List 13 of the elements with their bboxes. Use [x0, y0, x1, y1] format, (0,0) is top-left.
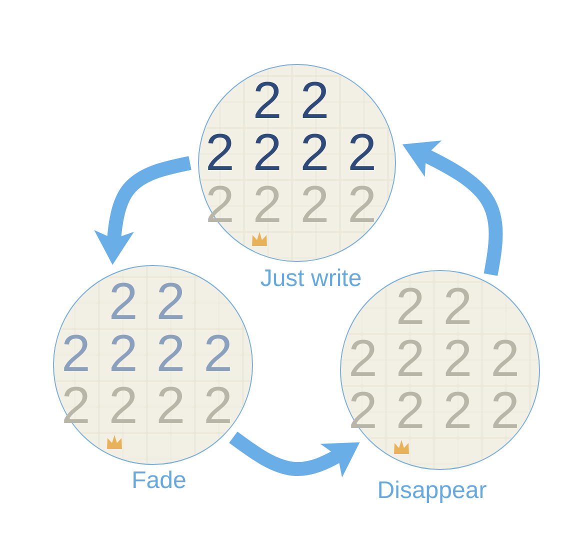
practice-digits: 2 2: [108, 280, 186, 324]
stage-caption: Disappear: [377, 477, 487, 505]
practice-digits: 2 2: [252, 79, 330, 123]
stage-caption: Just write: [260, 265, 362, 293]
practice-digits: 2 2 2 2: [61, 384, 233, 428]
practice-digits: 2 2 2 2: [348, 389, 520, 433]
stage-caption: Fade: [132, 467, 186, 495]
practice-digits: 2 2 2 2: [205, 131, 377, 175]
practice-digits: 2 2 2 2: [61, 332, 233, 376]
curved-arrow: [94, 156, 192, 266]
practice-digits: 2 2 2 2: [348, 337, 520, 381]
practice-digits: 2 2 2 2: [205, 183, 377, 227]
practice-digits: 2 2: [396, 285, 472, 329]
